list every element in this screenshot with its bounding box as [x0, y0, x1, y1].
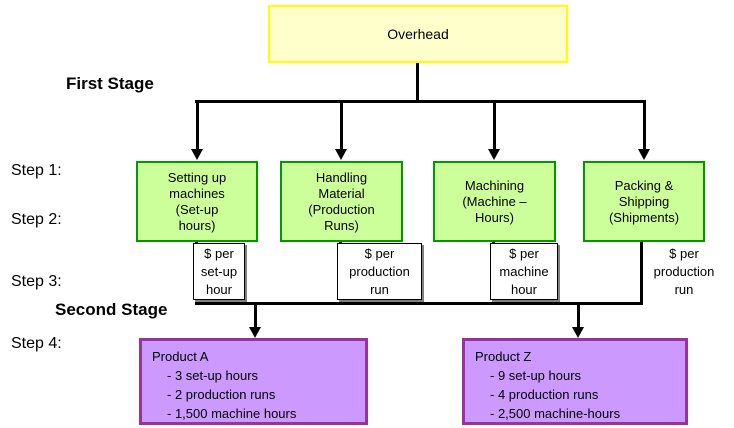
rate-label-production-run-2: $ per production run: [639, 243, 729, 300]
activity-box-machining: Machining (Machine – Hours): [433, 161, 556, 242]
activity-box-label: Machining (Machine – Hours): [462, 177, 527, 225]
activity-box-packing-shipping: Packing & Shipping (Shipments): [583, 161, 705, 242]
rate-label: $ per machine hour: [499, 245, 549, 297]
arrow-line-to-activity-2: [339, 100, 343, 149]
rate-label: $ per set-up hour: [200, 245, 238, 297]
product-a-title: Product A: [152, 349, 209, 364]
arrow-line-to-product-a: [253, 303, 257, 327]
arrowhead-to-product-a: [249, 327, 261, 338]
first-stage-label: First Stage: [66, 74, 154, 93]
overhead-box: Overhead: [268, 5, 568, 63]
product-z-details: - 9 set-up hours - 4 production runs - 2…: [490, 368, 621, 421]
arrow-line-to-activity-4: [642, 100, 646, 149]
arrowhead-to-activity-2: [335, 149, 347, 160]
step-2-label: Step 2:: [11, 211, 62, 228]
product-a-box: Product A - 3 set-up hours - 2 productio…: [139, 338, 368, 425]
rate-box-machine-hour: $ per machine hour: [490, 243, 558, 300]
arrowhead-to-activity-3: [488, 149, 500, 160]
second-stage-label: Second Stage: [55, 300, 168, 319]
step-4-label: Step 4:: [11, 335, 62, 352]
activity-4-drop-line: [640, 242, 643, 305]
arrow-line-to-activity-3: [492, 100, 496, 149]
activity-box-label: Handling Material (Production Runs): [308, 169, 375, 233]
arrow-line-to-product-z: [576, 303, 580, 327]
product-z-title: Product Z: [475, 349, 532, 364]
product-a-details: - 3 set-up hours - 2 production runs - 1…: [167, 368, 297, 421]
rate-label: $ per production run: [349, 245, 410, 297]
overhead-stub-line: [416, 63, 419, 100]
first-stage-distribution-line: [195, 100, 645, 103]
overhead-box-label: Overhead: [387, 26, 449, 42]
second-stage-collection-line: [195, 302, 643, 305]
activity-box-label: Setting up machines (Set-up hours): [167, 169, 227, 233]
step-1-label: Step 1:: [11, 162, 62, 179]
rate-label: $ per production run: [653, 245, 715, 297]
product-z-box: Product Z - 9 set-up hours - 4 productio…: [462, 338, 688, 425]
arrowhead-to-activity-4: [638, 149, 650, 160]
step-3-label: Step 3:: [11, 273, 62, 290]
activity-box-setting-up-machines: Setting up machines (Set-up hours): [136, 161, 258, 242]
activity-box-label: Packing & Shipping (Shipments): [608, 177, 680, 225]
arrow-line-to-activity-1: [195, 100, 199, 149]
rate-box-set-up-hour: $ per set-up hour: [193, 243, 245, 300]
arrowhead-to-activity-1: [191, 149, 203, 160]
activity-box-handling-material: Handling Material (Production Runs): [280, 161, 403, 242]
arrowhead-to-product-z: [572, 327, 584, 338]
rate-box-production-run-1: $ per production run: [337, 243, 422, 300]
